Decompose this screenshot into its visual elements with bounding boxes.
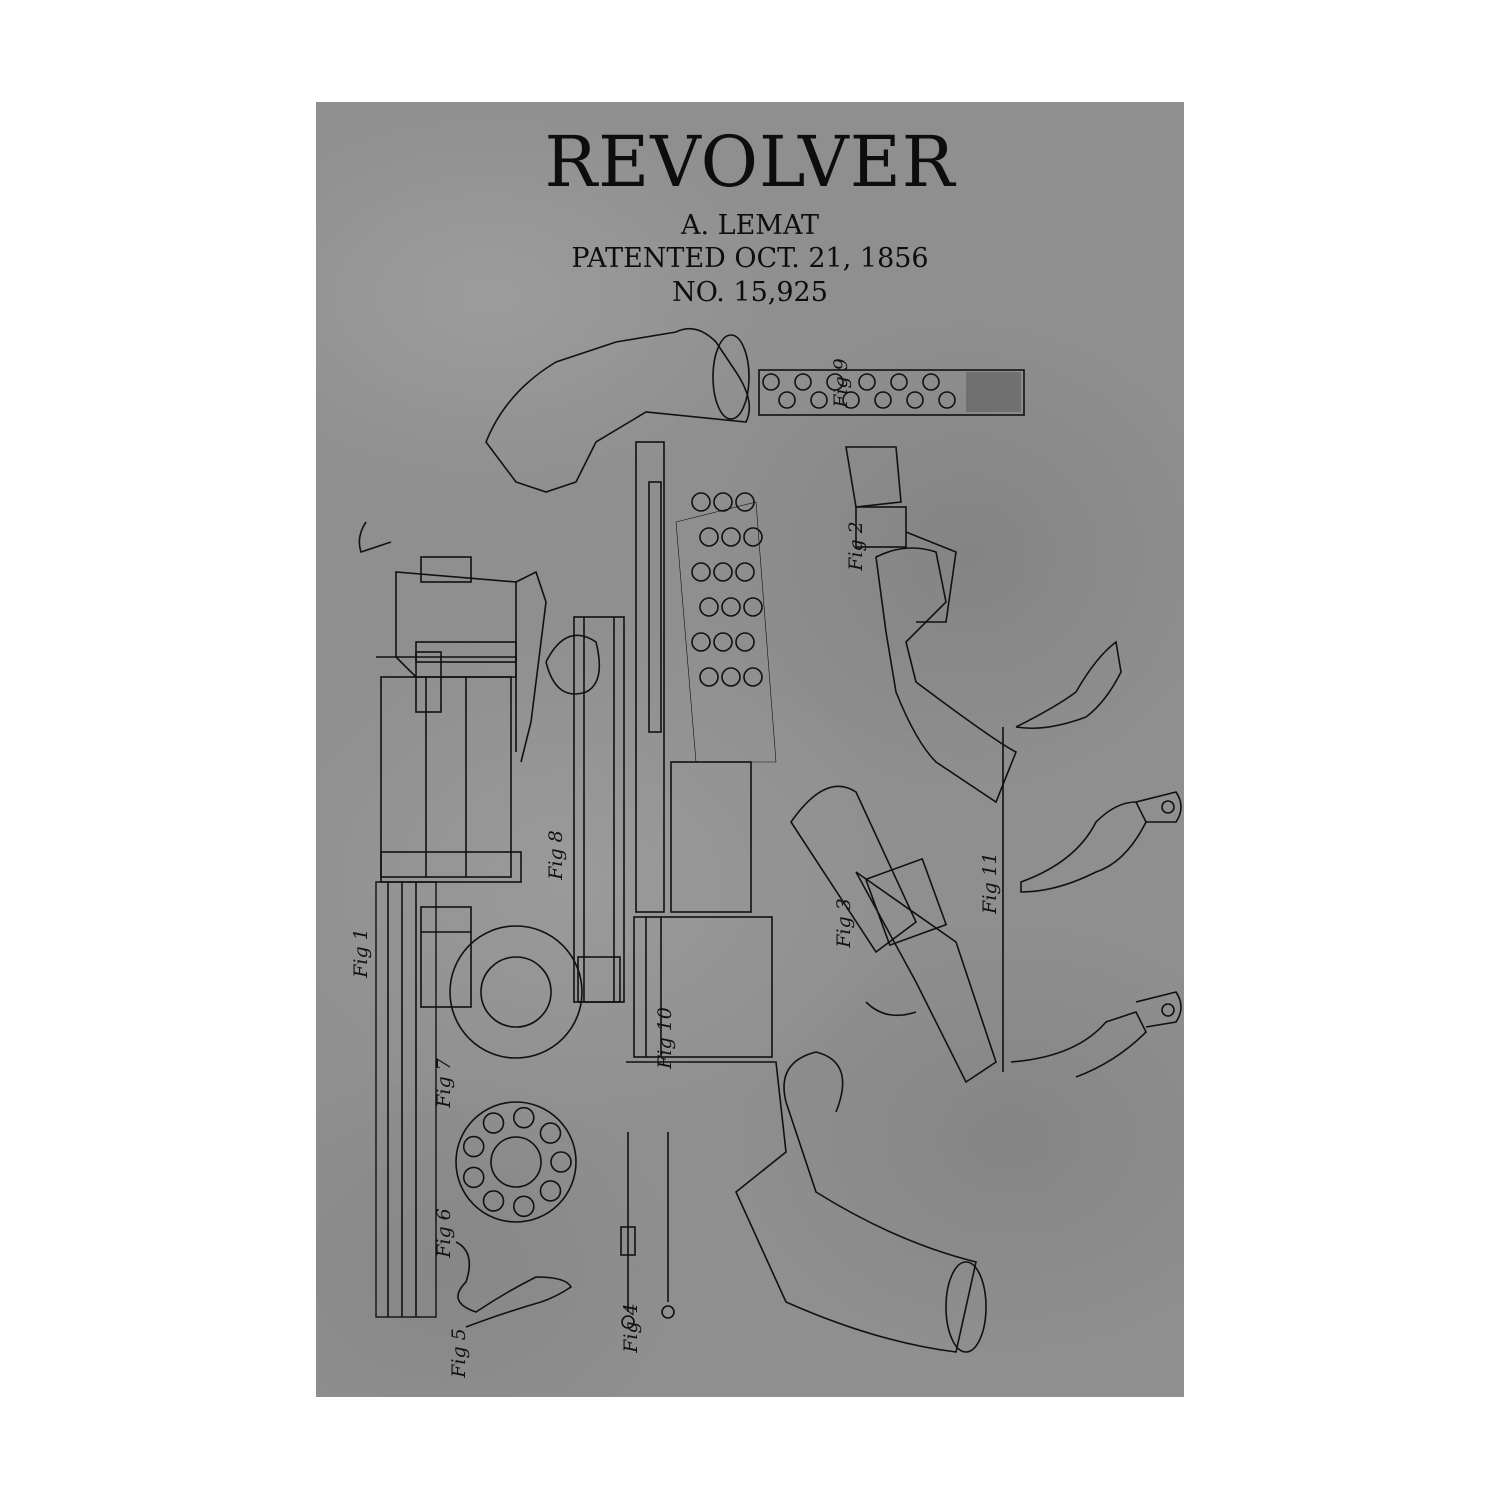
shot-ball <box>922 373 940 391</box>
figure-4-rods <box>620 1132 675 1329</box>
poster-title: REVOLVER <box>544 121 956 203</box>
figure-5-label: Fig 5 <box>447 1328 470 1378</box>
figure-5-spur <box>455 1241 573 1328</box>
figure-6-label: Fig 6 <box>432 1208 455 1258</box>
shot-ball <box>699 597 719 617</box>
figure-9-shot-tube <box>758 369 1025 416</box>
figure-10-revolver-top <box>626 441 987 1353</box>
shot-ball <box>842 391 860 409</box>
figure-9-label: Fig 9 <box>829 358 852 408</box>
figure-6-cylinder-chambers <box>455 1101 577 1223</box>
chamber-hole <box>482 1190 505 1212</box>
shot-ball <box>691 562 711 582</box>
figure-11-trigger-parts <box>1002 640 1182 1078</box>
figure-3-label: Fig 3 <box>832 898 855 948</box>
shot-ball <box>762 373 780 391</box>
shot-ball <box>735 562 755 582</box>
figure-2-label: Fig 2 <box>844 521 867 571</box>
figure-4-label: Fig 4 <box>619 1303 642 1353</box>
shot-ball <box>743 667 763 687</box>
shot-ball <box>691 632 711 652</box>
shot-ball <box>826 373 844 391</box>
shot-ball <box>938 391 956 409</box>
shot-ball <box>735 492 755 512</box>
chamber-hole <box>482 1112 505 1134</box>
shot-ball <box>699 527 719 547</box>
figure-7-cylinder-end <box>449 925 583 1059</box>
figure-1-label: Fig 1 <box>349 928 372 978</box>
patent-number: NO. 15,925 <box>672 277 828 308</box>
figure-8-label: Fig 8 <box>544 830 567 880</box>
figure-2-frame <box>845 446 1018 804</box>
patent-date: PATENTED OCT. 21, 1856 <box>571 243 929 274</box>
shot-ball <box>735 632 755 652</box>
figure-10-label: Fig 10 <box>653 1007 676 1069</box>
inventor-name: A. LEMAT <box>681 210 819 241</box>
patent-poster: REVOLVER A. LEMAT PATENTED OCT. 21, 1856… <box>316 102 1184 1397</box>
shot-ball <box>890 373 908 391</box>
chamber-hole <box>513 1195 535 1218</box>
figure-7-label: Fig 7 <box>432 1058 455 1108</box>
shot-ball <box>699 667 719 687</box>
shot-ball <box>743 597 763 617</box>
chamber-hole <box>539 1122 562 1144</box>
shot-ball <box>778 391 796 409</box>
shot-ball <box>713 562 733 582</box>
shot-ball <box>691 492 711 512</box>
figure-1-revolver-side <box>358 327 751 1318</box>
figure-3-lock-mechanism <box>790 785 997 1084</box>
shot-ball <box>874 391 892 409</box>
chamber-hole <box>513 1106 535 1129</box>
shot-ball <box>810 391 828 409</box>
patent-drawing <box>358 327 1182 1353</box>
shot-ball <box>794 373 812 391</box>
shot-ball <box>713 492 733 512</box>
shot-ball <box>906 391 924 409</box>
shot-ball <box>721 527 741 547</box>
shot-ball <box>713 632 733 652</box>
chamber-hole <box>550 1151 572 1173</box>
shot-ball <box>743 527 763 547</box>
chamber-hole <box>462 1166 485 1189</box>
chamber-hole <box>462 1135 485 1158</box>
figure-11-label: Fig 11 <box>978 852 1001 914</box>
shot-ball <box>858 373 876 391</box>
shot-ball <box>721 597 741 617</box>
shot-ball <box>721 667 741 687</box>
figure-8-barrel <box>573 616 625 1003</box>
chamber-hole <box>539 1180 562 1202</box>
